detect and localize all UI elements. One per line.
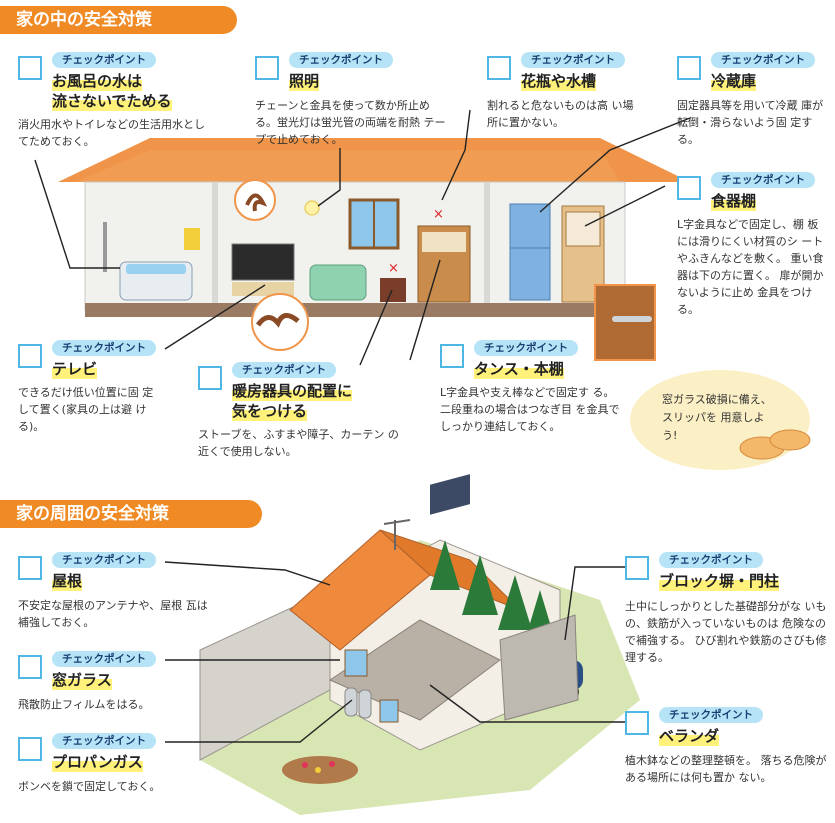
checkbox[interactable] <box>625 711 649 735</box>
checkpoint-propane-gas: チェックポイント プロパンガス <box>18 733 188 773</box>
checkpoint-tag: チェックポイント <box>52 52 156 68</box>
checkpoint-title: 食器棚 <box>711 191 757 211</box>
checkpoint-desc: 固定器具等を用いて冷蔵 庫が転倒・滑らないよう固 定する。 <box>677 99 824 146</box>
checkbox[interactable] <box>18 737 42 761</box>
checkbox[interactable] <box>18 56 42 80</box>
checkpoint-cupboard: チェックポイント 食器棚 <box>677 172 827 212</box>
checkbox[interactable] <box>440 344 464 368</box>
checkbox[interactable] <box>198 366 222 390</box>
checkpoint-desc: 飛散防止フィルムをはる。 <box>18 698 150 711</box>
checkpoint-title-line2: 流さないでためる <box>52 91 172 111</box>
checkpoint-roof: チェックポイント 屋根 <box>18 552 168 592</box>
section-header-indoor: 家の中の安全対策 <box>0 6 237 34</box>
checkpoint-tag: チェックポイント <box>52 552 156 568</box>
checkpoint-desc: 不安定な屋根のアンテナや、屋根 瓦は補強しておく。 <box>18 599 208 629</box>
checkpoint-tag: チェックポイント <box>52 340 156 356</box>
checkpoint-title: 花瓶や水槽 <box>521 71 597 91</box>
checkpoint-title: 暖房器具の配置に <box>232 381 353 401</box>
checkpoint-tag: チェックポイント <box>52 651 156 667</box>
checkpoint-title: 照明 <box>289 71 320 91</box>
checkpoint-lighting: チェックポイント 照明 <box>255 52 455 92</box>
outdoor-house-illustration <box>199 474 640 815</box>
indoor-house-illustration: × × <box>58 138 690 361</box>
checkbox[interactable] <box>255 56 279 80</box>
checkbox[interactable] <box>625 556 649 580</box>
checkbox[interactable] <box>18 655 42 679</box>
checkpoint-tag: チェックポイント <box>289 52 393 68</box>
checkpoint-veranda: チェックポイント ベランダ <box>625 707 825 747</box>
svg-text:×: × <box>433 207 444 222</box>
checkpoint-tag: チェックポイント <box>659 552 763 568</box>
checkpoint-tag: チェックポイント <box>659 707 763 723</box>
checkpoint-desc: L字金具や支え棒などで固定す る。二段重ねの場合はつなぎ目 を金具でしっかり連結… <box>440 386 620 433</box>
checkpoint-vase-aquarium: チェックポイント 花瓶や水槽 <box>487 52 647 92</box>
checkpoint-title: 冷蔵庫 <box>711 71 757 91</box>
checkpoint-desc: L字金具などで固定し、棚 板には滑りにくい材質のシ ートやふきんなどを敷く。 重… <box>677 218 824 316</box>
checkpoint-desc: ストーブを、ふすまや障子、カーテン の近くで使用しない。 <box>198 428 399 458</box>
leader-lines <box>34 109 691 743</box>
checkpoint-tv: チェックポイント テレビ <box>18 340 168 380</box>
checkbox[interactable] <box>487 56 511 80</box>
checkpoint-title: 屋根 <box>52 571 83 591</box>
checkpoint-tag: チェックポイント <box>52 733 156 749</box>
checkpoint-desc: できるだけ低い位置に固 定して置く(家具の上は避 ける)。 <box>18 386 154 433</box>
checkpoint-desc: 消火用水やトイレなどの生活用水とし てためておく。 <box>18 118 205 148</box>
checkpoint-title: タンス・本棚 <box>474 359 564 379</box>
checkpoint-tag: チェックポイント <box>711 172 815 188</box>
checkpoint-title: ブロック塀・門柱 <box>659 571 780 591</box>
checkpoint-refrigerator: チェックポイント 冷蔵庫 <box>677 52 827 92</box>
checkpoint-title: プロパンガス <box>52 752 143 772</box>
checkpoint-title: 窓ガラス <box>52 670 112 690</box>
checkpoint-desc: 植木鉢などの整理整頓を。 落ちる危険がある場所には何も置か ない。 <box>625 754 827 784</box>
slipper-note: 窓ガラス破損に備え、 スリッパを 用意しよう! <box>662 393 772 442</box>
checkbox[interactable] <box>18 556 42 580</box>
checkpoint-heater-placement: チェックポイント 暖房器具の配置に 気をつける <box>198 362 398 422</box>
checkpoint-desc: 土中にしっかりとした基礎部分がな いもの、鉄筋が入っていないものは 危険なので補… <box>625 600 827 664</box>
checkpoint-desc: チェーンと金具を使って数か所止め る。蛍光灯は蛍光管の両端を耐熱 テープで止めて… <box>255 99 446 146</box>
checkpoint-tag: チェックポイント <box>711 52 815 68</box>
checkpoint-tag: チェックポイント <box>521 52 625 68</box>
checkpoint-bath-water: チェックポイント お風呂の水は 流さないでためる <box>18 52 218 112</box>
checkpoint-desc: ボンベを鎖で固定しておく。 <box>18 780 161 793</box>
checkpoint-block-wall-gatepost: チェックポイント ブロック塀・門柱 <box>625 552 825 592</box>
checkpoint-tag: チェックポイント <box>232 362 336 378</box>
checkbox[interactable] <box>677 176 701 200</box>
checkbox[interactable] <box>18 344 42 368</box>
checkpoint-title-line2: 気をつける <box>232 401 308 421</box>
checkpoint-title: お風呂の水は <box>52 71 143 91</box>
checkpoint-wardrobe-bookshelf: チェックポイント タンス・本棚 <box>440 340 620 380</box>
checkpoint-title: ベランダ <box>659 726 720 746</box>
checkpoint-desc: 割れると危ないものは高 い場所に置かない。 <box>487 99 634 129</box>
checkpoint-tag: チェックポイント <box>474 340 578 356</box>
checkpoint-window-glass: チェックポイント 窓ガラス <box>18 651 168 691</box>
checkpoint-title: テレビ <box>52 359 98 379</box>
section-header-outdoor: 家の周囲の安全対策 <box>0 500 262 528</box>
checkbox[interactable] <box>677 56 701 80</box>
svg-text:×: × <box>388 261 399 276</box>
